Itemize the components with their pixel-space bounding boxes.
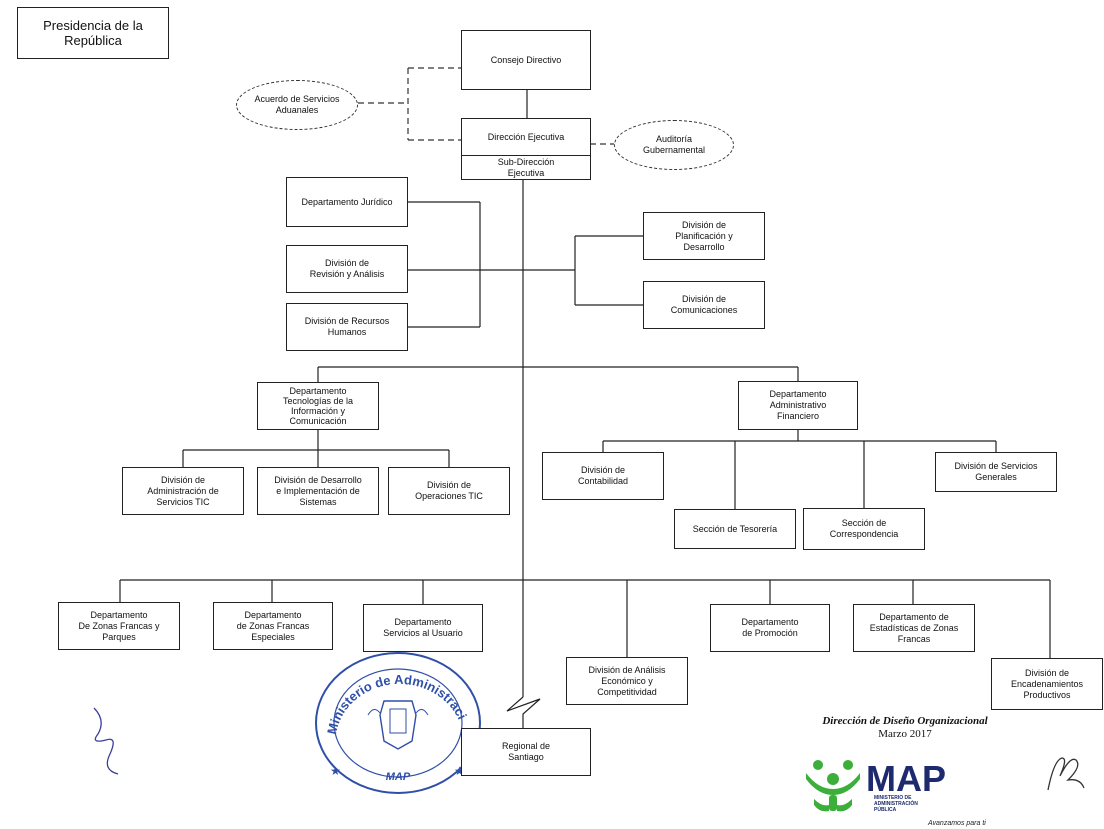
regional-santiago-box: Regional de Santiago (461, 728, 591, 776)
promocion-box: Departamento de Promoción (710, 604, 830, 652)
map-seal-stamp: Ministerio de Administración Pública MAP… (308, 645, 481, 794)
consejo-directivo-label: Consejo Directivo (490, 54, 562, 65)
desarrollo-sistemas-label: División de Desarrollo e Implementación … (274, 474, 362, 507)
estadisticas-label: Departamento de Estadísticas de Zonas Fr… (869, 611, 959, 644)
people-icon (806, 760, 860, 812)
signature-right (1047, 757, 1085, 791)
analisis-economico-label: División de Análisis Económico y Competi… (588, 664, 666, 697)
presidencia-label: Presidencia de la República (43, 18, 143, 48)
seal-bottom-text: MAP (386, 771, 411, 783)
correspondencia-box: Sección de Correspondencia (803, 508, 925, 550)
comunicaciones-box: División de Comunicaciones (643, 281, 765, 329)
logo-subtitle-2: ADMINISTRACIÓN (874, 799, 918, 807)
contabilidad-box: División de Contabilidad (542, 452, 664, 500)
analisis-economico-box: División de Análisis Económico y Competi… (566, 657, 688, 705)
consejo-directivo-box: Consejo Directivo (461, 30, 591, 90)
estadisticas-box: Departamento de Estadísticas de Zonas Fr… (853, 604, 975, 652)
planificacion-desarrollo-box: División de Planificación y Desarrollo (643, 212, 765, 260)
operaciones-tic-box: División de Operaciones TIC (388, 467, 510, 515)
comunicaciones-label: División de Comunicaciones (670, 294, 738, 315)
planificacion-desarrollo-label: División de Planificación y Desarrollo (675, 219, 733, 252)
signature-left (93, 707, 119, 775)
servicios-generales-label: División de Servicios Generales (954, 461, 1038, 482)
zonas-francas-especiales-label: Departamento de Zonas Francas Especiales (236, 609, 310, 642)
footer: Dirección de Diseño Organizacional Marzo… (790, 715, 1020, 741)
correspondencia-label: Sección de Correspondencia (829, 518, 899, 539)
tecnologias-informacion-label: Departamento Tecnologías de la Informaci… (282, 386, 354, 426)
zonas-francas-especiales-box: Departamento de Zonas Francas Especiales (213, 602, 333, 650)
map-logo: MAP MINISTERIO DE ADMINISTRACIÓN PÚBLICA… (806, 758, 986, 827)
footer-date: Marzo 2017 (878, 728, 932, 740)
promocion-label: Departamento de Promoción (741, 617, 799, 638)
departamento-juridico-box: Departamento Jurídico (286, 177, 408, 227)
encadenamientos-box: División de Encadenamientos Productivos (991, 658, 1103, 710)
operaciones-tic-label: División de Operaciones TIC (415, 480, 483, 501)
sub-direccion-ejecutiva-text: Sub-Dirección Ejecutiva (497, 156, 555, 178)
admin-servicios-tic-box: División de Administración de Servicios … (122, 467, 244, 515)
tesoreria-label: Sección de Tesorería (692, 523, 778, 534)
logo-name: MAP (866, 758, 946, 799)
tesoreria-box: Sección de Tesorería (674, 509, 796, 549)
seal-top-text: Ministerio de Administración Pública (308, 645, 470, 736)
direccion-ejecutiva-box: Dirección Ejecutiva Sub-Dirección Ejecut… (461, 118, 591, 180)
regional-santiago-label: Regional de Santiago (501, 741, 551, 762)
acuerdo-servicios-aduanales-ellipse: Acuerdo de Servicios Aduanales (236, 80, 358, 130)
departamento-juridico-label: Departamento Jurídico (301, 196, 393, 207)
logo-subtitle-1: MINISTERIO DE (874, 795, 912, 801)
tecnologias-informacion-box: Departamento Tecnologías de la Informaci… (257, 382, 379, 430)
footer-department: Dirección de Diseño Organizacional (822, 715, 988, 727)
svg-text:★: ★ (330, 764, 341, 778)
servicios-usuario-box: Departamento Servicios al Usuario (363, 604, 483, 652)
zonas-francas-parques-box: Departamento De Zonas Francas y Parques (58, 602, 180, 650)
encadenamientos-label: División de Encadenamientos Productivos (1010, 667, 1084, 700)
sub-direccion-ejecutiva-label: Sub-Dirección Ejecutiva (462, 156, 590, 179)
acuerdo-servicios-aduanales-label: Acuerdo de Servicios Aduanales (254, 94, 340, 115)
recursos-humanos-label: División de Recursos Humanos (304, 316, 390, 337)
contabilidad-label: División de Contabilidad (577, 465, 629, 486)
svg-text:Ministerio de Administración P: Ministerio de Administración Pública (308, 645, 470, 736)
logo-subtitle-3: PÚBLICA (874, 806, 897, 813)
revision-analisis-label: División de Revisión y Análisis (309, 258, 385, 279)
administrativo-financiero-box: Departamento Administrativo Financiero (738, 381, 858, 430)
servicios-generales-box: División de Servicios Generales (935, 452, 1057, 492)
logo-slogan: Avanzamos para ti (927, 820, 986, 827)
servicios-usuario-label: Departamento Servicios al Usuario (383, 617, 463, 638)
admin-servicios-tic-label: División de Administración de Servicios … (147, 474, 219, 507)
administrativo-financiero-label: Departamento Administrativo Financiero (769, 389, 827, 421)
recursos-humanos-box: División de Recursos Humanos (286, 303, 408, 351)
auditoria-gubernamental-label: Auditoría Gubernamental (642, 134, 706, 155)
zonas-francas-parques-label: Departamento De Zonas Francas y Parques (78, 609, 160, 642)
svg-text:★: ★ (454, 764, 465, 778)
revision-analisis-box: División de Revisión y Análisis (286, 245, 408, 293)
presidencia-box: Presidencia de la República (17, 7, 169, 59)
desarrollo-sistemas-box: División de Desarrollo e Implementación … (257, 467, 379, 515)
auditoria-gubernamental-ellipse: Auditoría Gubernamental (614, 120, 734, 170)
direccion-ejecutiva-text: Dirección Ejecutiva (487, 131, 565, 142)
direccion-ejecutiva-label: Dirección Ejecutiva (462, 119, 590, 156)
